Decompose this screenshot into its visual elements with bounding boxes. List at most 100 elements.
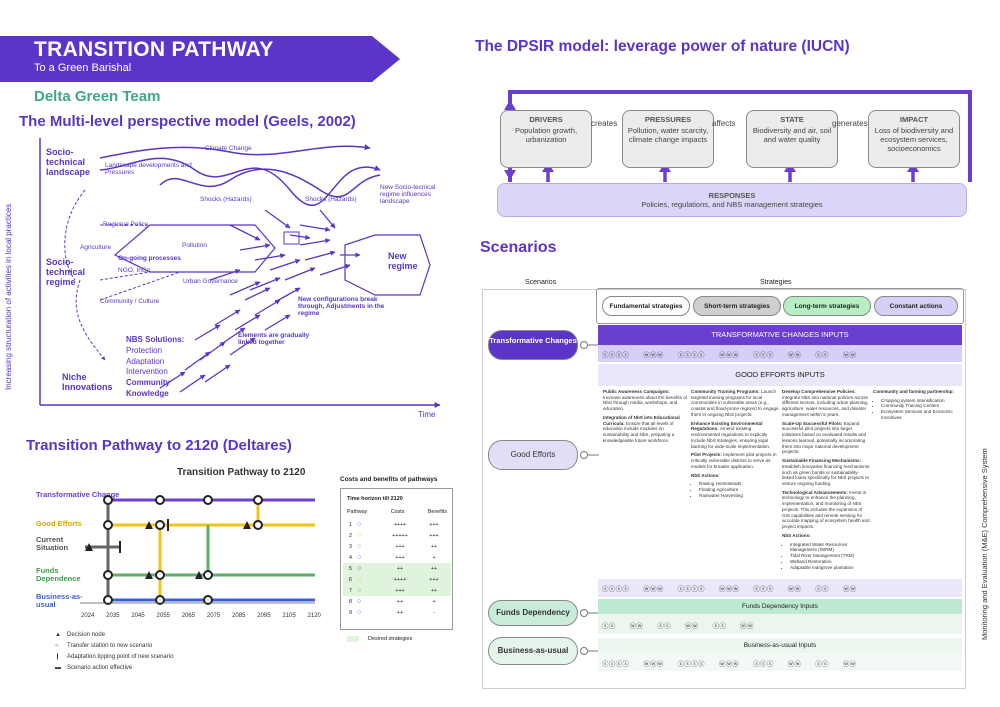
nbs-solutions: NBS Solutions: Protection Adaptation Int… xyxy=(126,335,186,400)
pathway-label-bau: Business-as-usual xyxy=(36,592,83,610)
nbs-title: NBS Solutions: xyxy=(126,335,185,344)
new-regime-shape xyxy=(344,234,431,296)
col-bold: Community and farming partnership: xyxy=(873,389,954,394)
zoom-box xyxy=(283,231,300,245)
row-id: 3 xyxy=(349,543,352,550)
legend-item: Transfer station to new scenario xyxy=(67,643,153,649)
year-tick: 2024 xyxy=(81,613,95,619)
list-item: Floating Agriculture xyxy=(699,487,779,493)
pill-fundamental: Fundamental strategies xyxy=(602,296,690,316)
box-title: IMPACT xyxy=(899,115,929,124)
row-id: 7 xyxy=(349,587,352,594)
pathway-label-transformative: Transformative Change xyxy=(36,490,120,499)
row-costs: ++++ xyxy=(393,521,407,528)
box-title: DRIVERS xyxy=(529,115,563,124)
list-item: Tidal River Management (TRM) xyxy=(790,553,870,559)
cost-row: 5○++++ xyxy=(343,563,451,574)
scenario-icon: ⓢⓢ xyxy=(815,661,829,668)
scenario-icon: ⓦⓦ xyxy=(842,661,857,668)
decision-nodes xyxy=(85,521,251,579)
list-item: Adaptable mangrove plantation xyxy=(790,565,870,571)
pathway-chart-title: Transition Pathway to 2120 xyxy=(177,467,306,478)
row-id: 2 xyxy=(349,532,352,539)
year-tick: 2085 xyxy=(232,613,246,619)
fd-icons-band xyxy=(598,614,962,634)
box-text: Population growth, urbanization xyxy=(514,126,578,144)
pathway-heading: Transition Pathway to 2120 (Deltares) xyxy=(26,437,292,454)
scenario-icon: ⓦⓦ xyxy=(842,586,857,593)
box-title: PRESSURES xyxy=(644,115,692,124)
row-costs: +++ xyxy=(395,554,405,561)
landscape-dev: Landscape developments and Pressures xyxy=(105,162,192,176)
scenario-bau: Business-as-usual xyxy=(488,637,578,665)
row-benefits: +++ xyxy=(429,521,439,528)
year-tick: 2105 xyxy=(282,613,296,619)
scenario-icon: ⓦⓦⓦ xyxy=(643,586,664,593)
col-bold: Technological Advancements: xyxy=(782,489,848,495)
scenario-icon: ⓢⓢⓢⓢ xyxy=(602,352,630,359)
col-bold: Integration of NbS into Educational Curr… xyxy=(603,414,680,426)
strategies-legend-box xyxy=(596,288,964,324)
shocks-label-1: Shocks (Hazards) xyxy=(200,196,252,203)
row-benefits: + xyxy=(432,554,436,561)
row-id: 1 xyxy=(349,521,352,528)
pathway-label-funds: Funds Dependence xyxy=(36,566,81,584)
urban: Urban Governance xyxy=(183,278,238,285)
scenario-icon: ⓦⓦ xyxy=(684,623,699,630)
pathway-color-icon: ○ xyxy=(357,532,362,539)
list-item: Community Training Centers xyxy=(881,403,959,409)
box-text: Biodiversity and air, soil and water qua… xyxy=(752,126,832,144)
col-text: Implement pilot projects in critically v… xyxy=(691,452,777,469)
col-bold: Enhance Existing Environmental Regulatio… xyxy=(691,420,763,432)
scenario-icon: ⓦⓦ xyxy=(740,623,754,630)
responses-text: Policies, regulations, and NBS managemen… xyxy=(641,200,823,209)
ge-column-1: Public Awareness Campaigns: Increase awa… xyxy=(603,389,688,447)
scenario-icon: ⓢⓢⓢⓢ xyxy=(602,661,630,668)
header-cell: Costs xyxy=(390,509,405,515)
pathway-label-current: Current Situation xyxy=(36,535,69,553)
mlp-heading: The Multi-level perspective model (Geels… xyxy=(19,113,356,130)
dpsir-heading: The DPSIR model: leverage power of natur… xyxy=(475,38,850,55)
year-tick: 2075 xyxy=(206,613,221,619)
scenario-icon: ⓢⓢⓢⓢ xyxy=(677,661,705,668)
banner-subtitle: To a Green Barishal xyxy=(34,62,132,74)
climate-curve xyxy=(99,144,371,159)
list-item: Rainwater Harvesting xyxy=(699,493,779,499)
col-text: Invest in technology to enhance the plan… xyxy=(782,489,870,530)
pathway-color-icon: ○ xyxy=(357,598,362,605)
gradually-linked: Elements are gradually linked together xyxy=(238,332,310,346)
landscape-curve-1 xyxy=(99,157,381,206)
scenario-icon: ⓦⓦⓦ xyxy=(643,661,664,668)
scenario-icon: ⓦⓦ xyxy=(629,623,644,630)
row-benefits: + xyxy=(432,598,436,605)
year-tick: 2095 xyxy=(257,613,271,619)
header-cell: Benefits xyxy=(427,509,447,515)
costs-horizon: Time horizon till 2120 xyxy=(347,496,403,502)
regime-label: Socio-technical regime xyxy=(46,257,86,287)
pill-short-term: Short-term strategies xyxy=(693,296,781,316)
scenario-icon: ⓢⓢ xyxy=(815,586,829,593)
nbs-item: Adaptation xyxy=(126,356,165,366)
col-strategies: Strategies xyxy=(760,279,792,286)
row-benefits: ++ xyxy=(430,543,438,550)
scenario-icon: ⓦⓦ xyxy=(842,352,857,359)
tipping-point-icon: ❙ xyxy=(55,654,61,660)
dpsir-responses: RESPONSES Policies, regulations, and NBS… xyxy=(497,183,967,217)
scenario-icon: ⓢⓢ xyxy=(602,623,616,630)
year-tick: 2065 xyxy=(181,613,196,619)
pill-constant: Constant actions xyxy=(874,296,958,316)
pathway-color-icon: ○ xyxy=(357,521,362,528)
responses-title: RESPONSES xyxy=(708,191,756,200)
ge-column-4: Community and farming partnership: Cropp… xyxy=(873,389,959,424)
mlp-yaxis-label: Increasing structuration of activities i… xyxy=(4,203,13,390)
transfer-station-icon: ○ xyxy=(55,643,59,649)
col-bold: Develop Comprehensive Policies: xyxy=(782,389,856,394)
year-tick: 2055 xyxy=(156,613,170,619)
title-banner: TRANSITION PATHWAY To a Green Barishal xyxy=(0,36,400,82)
row-costs: +++ xyxy=(395,587,405,594)
ge-column-2: Community Training Programs: Launch targ… xyxy=(691,389,779,501)
